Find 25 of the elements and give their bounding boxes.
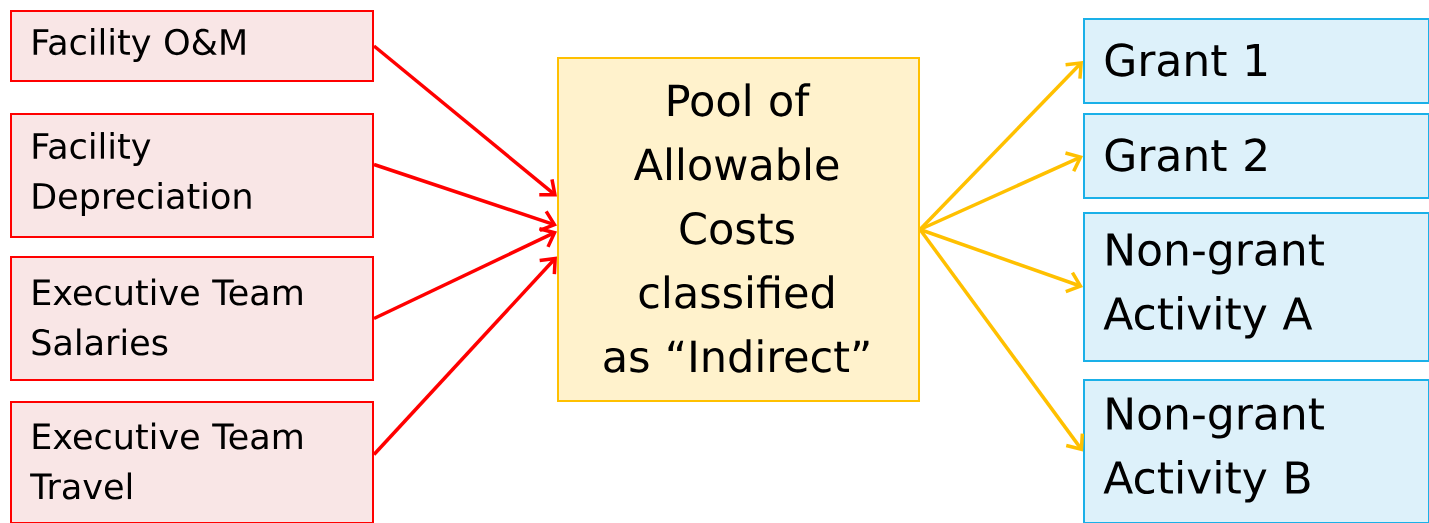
target-box	[1083, 379, 1429, 523]
box-text: Grant 2	[1105, 138, 1266, 172]
arrow	[373, 162, 557, 232]
box-text: Executive Team Salaries	[32, 278, 302, 356]
target-box	[1083, 212, 1429, 362]
target-box	[1083, 113, 1429, 199]
source-box	[10, 256, 374, 381]
box-text: Non-grant Activity B	[1103, 397, 1324, 503]
source-box	[10, 113, 374, 238]
arrow	[918, 61, 1083, 231]
box-text: Non-grant Activity A	[1103, 233, 1324, 339]
box-text: Facility Depreciation	[33, 132, 251, 216]
box-text: Grant 1	[1105, 43, 1267, 77]
box-text: Executive Team Travel	[30, 422, 302, 500]
arrow	[919, 227, 1083, 294]
pool-box	[557, 57, 920, 402]
box-text: Facility O&M	[33, 28, 245, 62]
arrow	[918, 228, 1085, 452]
source-box	[10, 10, 374, 82]
arrow	[372, 256, 557, 456]
arrow	[372, 44, 557, 197]
box-text: Pool of Allowable Costs classified as “Indirect”	[604, 83, 869, 373]
target-box	[1083, 18, 1429, 104]
source-box	[10, 401, 374, 523]
arrow	[373, 227, 557, 321]
